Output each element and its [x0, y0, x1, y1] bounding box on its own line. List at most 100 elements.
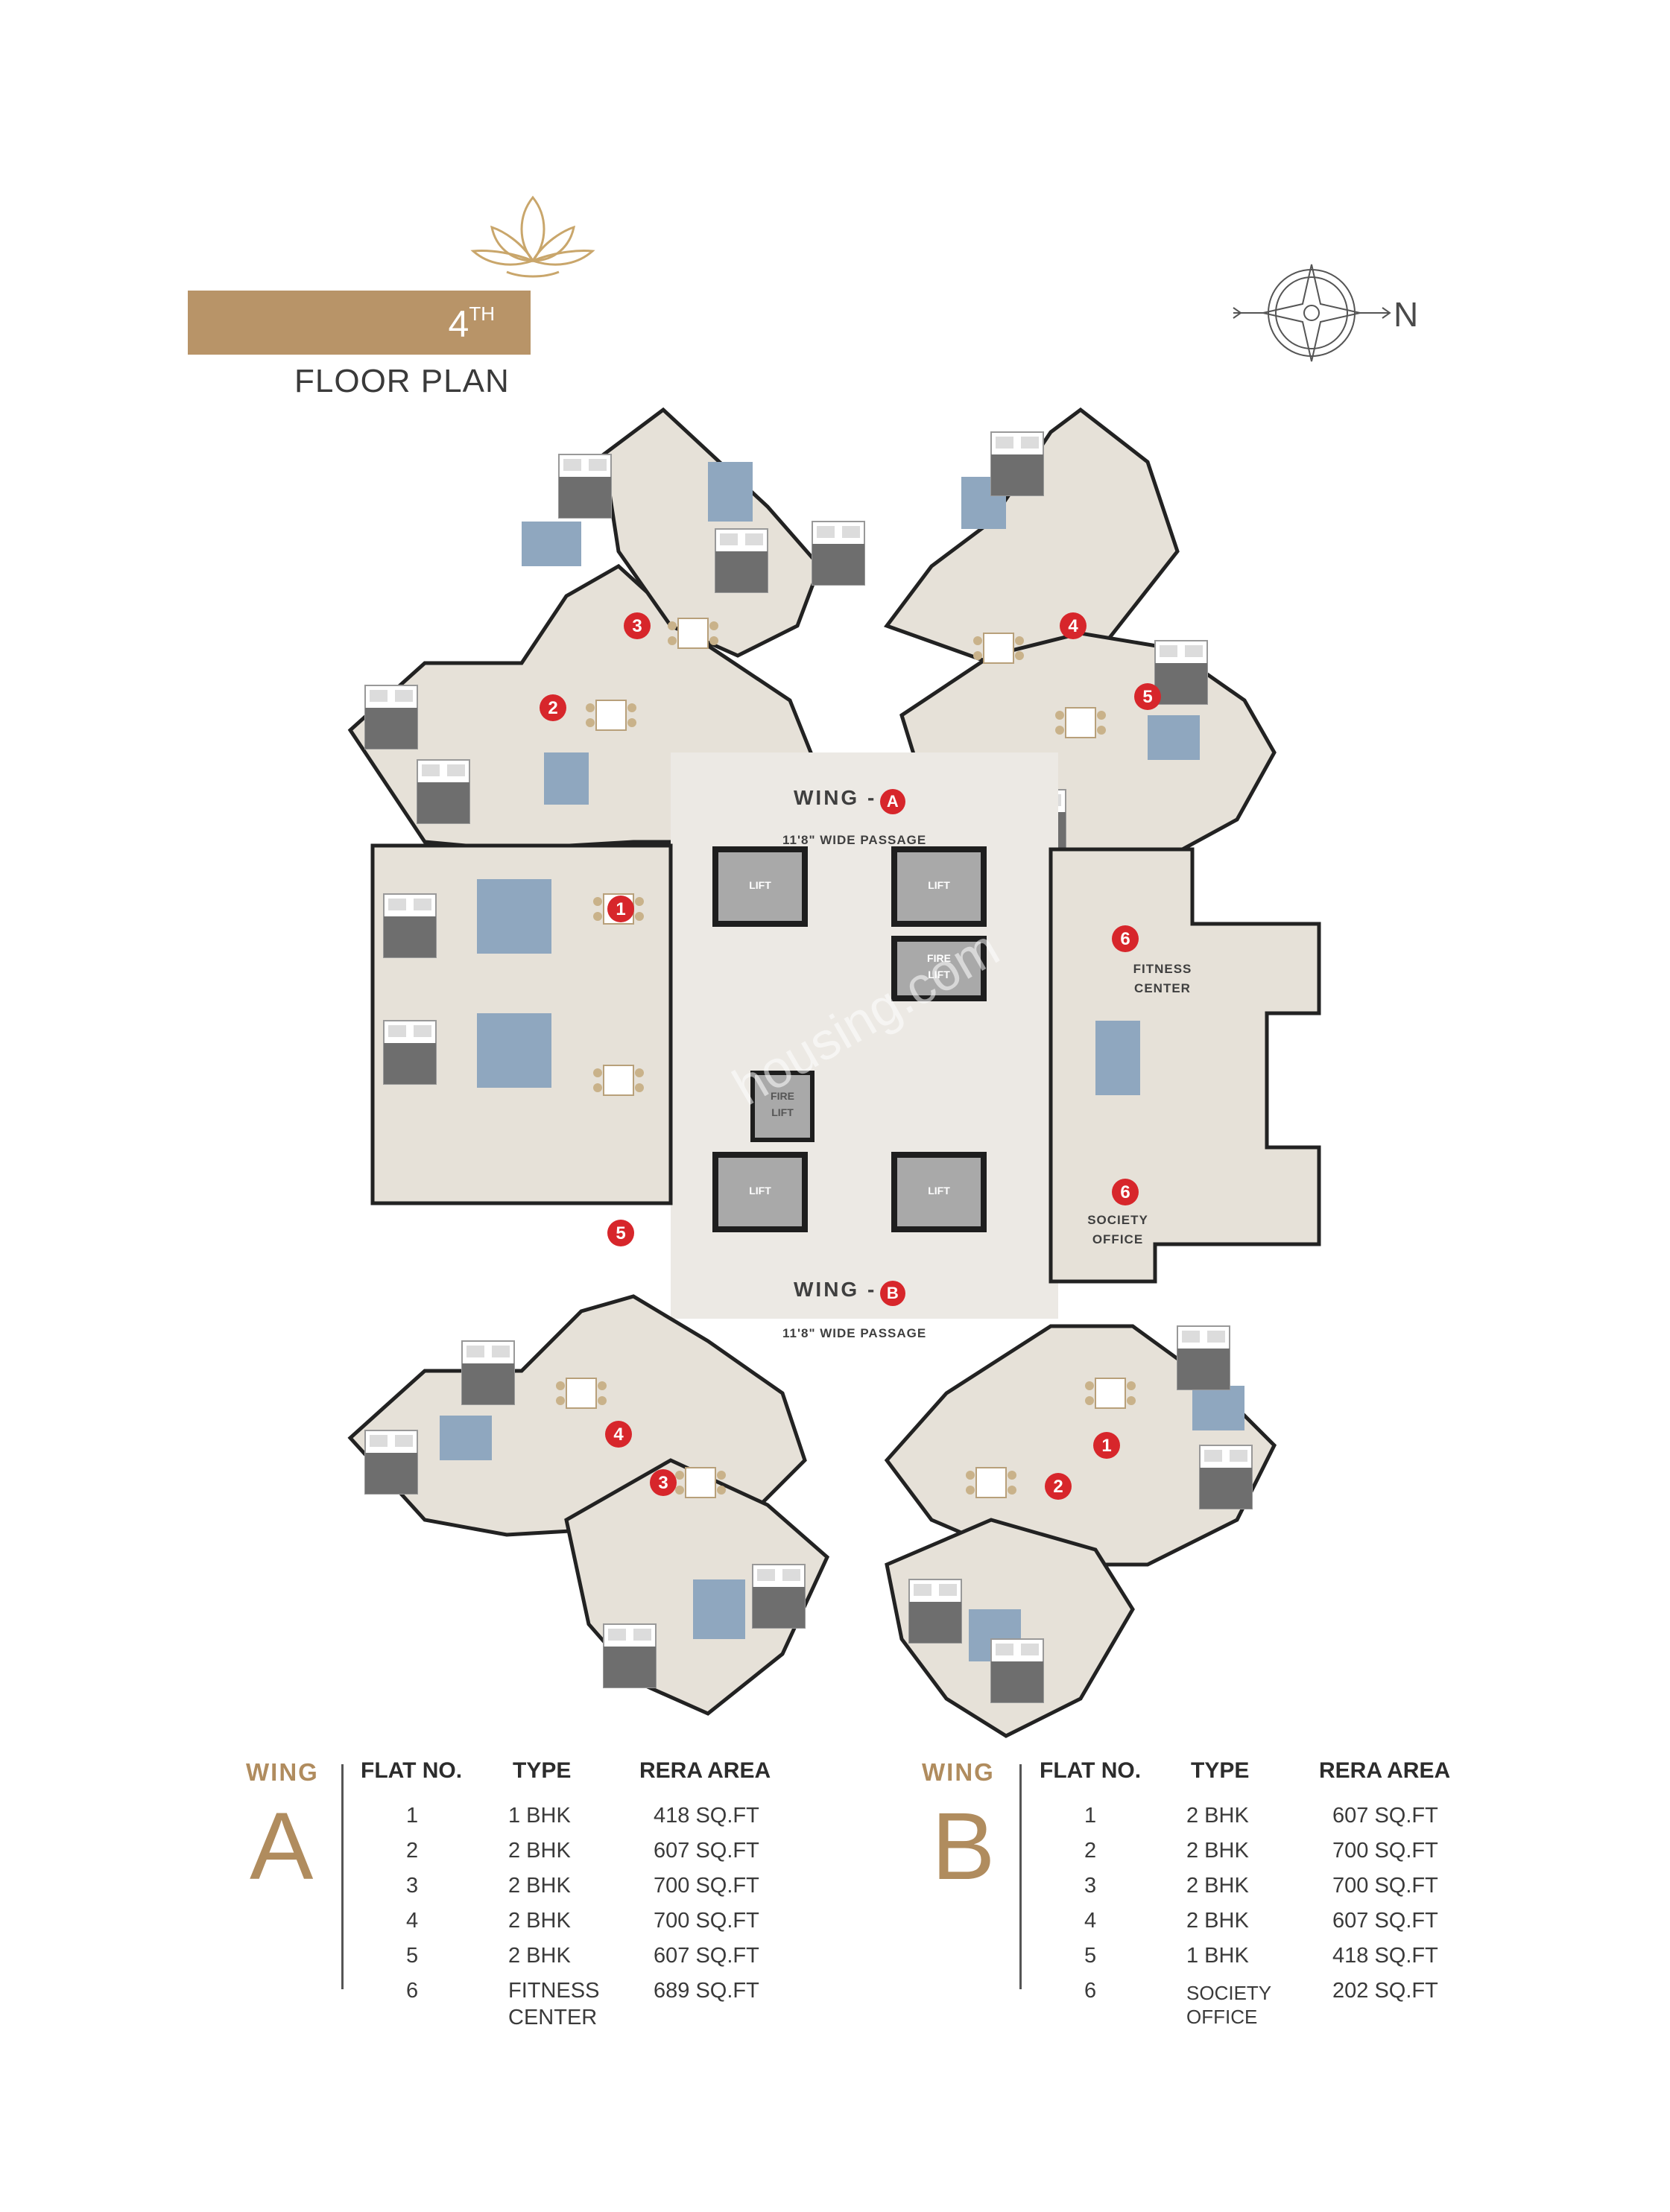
wing-a-marker-3 [624, 612, 651, 639]
wing-a-marker-1 [607, 896, 634, 922]
wing-b-marker-2 [1045, 1473, 1072, 1500]
wing-a-markers [540, 612, 1161, 952]
table-cell: 1 [1084, 1804, 1097, 1828]
table-cell: 700 SQ.FT [1332, 1874, 1438, 1898]
wing-a-rera-header: RERA AREA [639, 1758, 771, 1783]
floor-suffix: TH [469, 302, 495, 325]
floor-banner: 4TH [188, 291, 531, 355]
table-cell: 607 SQ.FT [1332, 1804, 1438, 1828]
lift-core [715, 849, 987, 1229]
table-cell: 607 SQ.FT [1332, 1909, 1438, 1933]
wing-b-marker-5-label: 5 [616, 1223, 626, 1243]
table-cell: 2 [406, 1839, 419, 1863]
floor-number: 4TH [448, 302, 495, 345]
table-cell: 2 BHK [1186, 1874, 1249, 1898]
table-cell: 2 BHK [1186, 1839, 1249, 1863]
table-cell: 2 BHK [1186, 1909, 1249, 1933]
wing-a-passage-label: 11'8" WIDE PASSAGE [782, 833, 927, 847]
wing-b-label: WING - B [794, 1278, 905, 1306]
page-subtitle: FLOOR PLAN [294, 363, 510, 399]
table-cell: 607 SQ.FT [654, 1839, 759, 1863]
wing-b-marker-1 [1093, 1432, 1120, 1459]
wing-a-flat-no-header: FLAT NO. [361, 1758, 463, 1783]
floor-plan-drawing [347, 407, 1321, 1738]
wing-a-marker-6-label: 6 [1120, 929, 1130, 949]
table-cell: SOCIETY [1186, 1982, 1272, 2004]
wing-b-marker-2-label: 2 [1053, 1477, 1063, 1497]
wing-b-letter: B [932, 1793, 996, 1900]
wing-b-divider [1019, 1764, 1022, 1989]
lift-label-4: LIFT [928, 1185, 950, 1197]
wing-a-marker-1-label: 1 [616, 899, 626, 919]
table-cell: 1 BHK [508, 1804, 571, 1828]
wing-b-passage-label: 11'8" WIDE PASSAGE [782, 1326, 927, 1340]
wing-b-marker-6-label: 6 [1120, 1182, 1130, 1202]
wing-b-marker-4 [605, 1421, 632, 1448]
wing-a-label: WING - A [794, 786, 905, 814]
table-cell: 700 SQ.FT [654, 1909, 759, 1933]
wing-a-letter: A [250, 1793, 314, 1900]
floor-plan: 1 2 3 4 5 6 1 2 3 4 5 6 WING - A 11'8" W… [320, 402, 1379, 1743]
table-cell: 5 [406, 1944, 419, 1968]
wing-a-marker-6 [1112, 925, 1139, 952]
lift-label-2: LIFT [928, 879, 950, 891]
wing-b-marker-5 [607, 1220, 634, 1246]
wing-a-marker-5-label: 5 [1142, 687, 1153, 707]
wing-b-marker-3-label: 3 [658, 1473, 668, 1493]
table-cell: 700 SQ.FT [1332, 1839, 1438, 1863]
table-cell: 1 [406, 1804, 419, 1828]
wing-b-heading: WING [922, 1758, 995, 1786]
wing-b-marker-3 [650, 1469, 677, 1496]
wing-a-marker-3-label: 3 [632, 616, 642, 636]
table-cell: 6 [1084, 1979, 1097, 2003]
table-cell: 700 SQ.FT [654, 1874, 759, 1898]
wing-a-marker-5 [1134, 683, 1161, 710]
table-cell: 4 [406, 1909, 419, 1933]
wing-b-markers [605, 1179, 1139, 1500]
wing-a-divider [341, 1764, 344, 1989]
wing-a-marker-4 [1060, 612, 1087, 639]
lift-label-1: LIFT [749, 879, 771, 891]
wing-a-marker-4-label: 4 [1068, 616, 1078, 636]
table-cell: 4 [1084, 1909, 1097, 1933]
wing-a-heading: WING [246, 1758, 319, 1786]
lotus-logo-icon [470, 195, 595, 278]
wing-b-marker-4-label: 4 [613, 1425, 624, 1445]
wing-b-marker-6 [1112, 1179, 1139, 1205]
table-cell: 2 BHK [508, 1944, 571, 1968]
wing-b-type-header: TYPE [1191, 1758, 1250, 1783]
wing-b-letter-badge: B [879, 1280, 905, 1306]
wing-a-marker-2 [540, 694, 566, 721]
lift-label-3: LIFT [749, 1185, 771, 1197]
table-cell: 6 [406, 1979, 419, 2003]
table-cell: 2 BHK [508, 1909, 571, 1933]
east-amenities [1049, 847, 1321, 1284]
table-cell: 2 BHK [1186, 1804, 1249, 1828]
wing-a-prefix: WING - [794, 786, 877, 809]
wing-b-flats [347, 1294, 1277, 1738]
table-cell: FITNESS [508, 1979, 600, 2003]
wing-a-type-header: TYPE [513, 1758, 572, 1783]
wing-a-marker-2-label: 2 [548, 698, 558, 718]
table-cell: 2 BHK [508, 1839, 571, 1863]
table-cell: 5 [1084, 1944, 1097, 1968]
wing-b-flat-no-header: FLAT NO. [1040, 1758, 1142, 1783]
wing-b-rera-header: RERA AREA [1319, 1758, 1451, 1783]
compass-north-label: N [1394, 295, 1419, 334]
table-cell: 418 SQ.FT [1332, 1944, 1438, 1968]
table-cell: 3 [1084, 1874, 1097, 1898]
table-cell: 2 BHK [508, 1874, 571, 1898]
table-cell: CENTER [508, 2006, 598, 2029]
table-cell: 607 SQ.FT [654, 1944, 759, 1968]
table-cell: 2 [1084, 1839, 1097, 1863]
table-cell: 689 SQ.FT [654, 1979, 759, 2003]
wing-b-marker-1-label: 1 [1101, 1436, 1112, 1456]
wing-b-prefix: WING - [794, 1278, 877, 1301]
wing-a-letter-badge: A [879, 788, 905, 814]
table-cell: 1 BHK [1186, 1944, 1249, 1968]
table-cell: 3 [406, 1874, 419, 1898]
